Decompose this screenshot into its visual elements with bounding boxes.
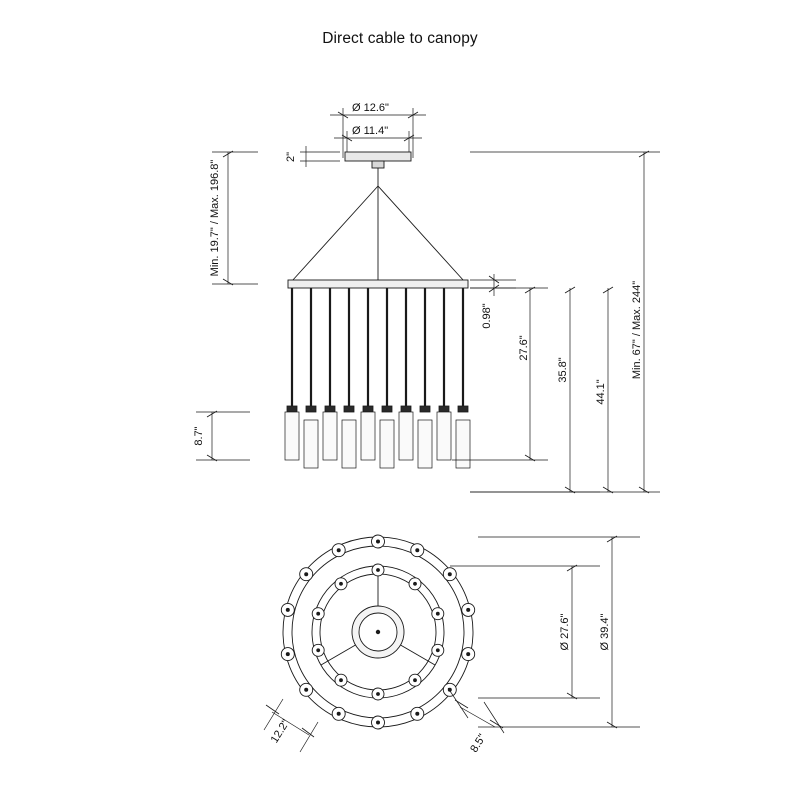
label-inner-ring-spacing: 8.5" xyxy=(468,732,488,755)
right-dimension-lines xyxy=(452,151,660,493)
label-canopy-inner-diameter: Ø 11.4" xyxy=(352,125,388,137)
canopy-plate xyxy=(344,151,412,169)
label-canopy-height: 2" xyxy=(285,152,297,162)
rod-group xyxy=(290,288,465,408)
canopy-height-dim xyxy=(300,146,340,167)
shade-group-front xyxy=(284,411,452,461)
left-dimension-lines xyxy=(196,151,258,461)
label-canopy-outer-diameter: Ø 12.6" xyxy=(352,102,389,114)
elevation-view xyxy=(196,108,660,494)
label-plate-thickness: 0.98" xyxy=(481,303,493,328)
label-mid-drop: 35.8" xyxy=(557,357,569,382)
label-outer-ring-diameter: Ø 39.4" xyxy=(599,613,611,650)
socket-group xyxy=(286,405,469,413)
label-outer-drop: 44.1" xyxy=(595,379,607,404)
shade-group-back xyxy=(303,419,471,469)
plan-outer-lamp-dots xyxy=(285,539,471,725)
suspension-cable xyxy=(291,168,465,282)
label-outer-ring-spacing: 12.2" xyxy=(269,717,293,745)
plan-leader-arrows xyxy=(265,699,504,738)
plan-hub-center xyxy=(375,629,381,635)
label-total-range: Min. 67" / Max. 244" xyxy=(631,281,643,379)
top-frame-bar xyxy=(287,279,469,289)
canopy-dim-arrows xyxy=(337,111,419,142)
plan-dim-arrows xyxy=(566,535,618,729)
label-inner-ring-diameter: Ø 27.6" xyxy=(559,613,571,650)
right-dim-arrows xyxy=(488,150,650,494)
label-suspension-range: Min. 19.7" / Max. 196.8" xyxy=(209,160,221,277)
page-title: Direct cable to canopy xyxy=(322,30,478,47)
left-dim-arrows xyxy=(206,150,234,462)
plan-inner-lamp-dots xyxy=(316,568,440,696)
label-inner-drop: 27.6" xyxy=(518,335,530,360)
label-shade-height: 8.7" xyxy=(193,426,205,445)
plan-leader-lines xyxy=(263,687,505,753)
plan-view xyxy=(263,534,640,753)
plan-dimension-lines xyxy=(450,536,640,728)
